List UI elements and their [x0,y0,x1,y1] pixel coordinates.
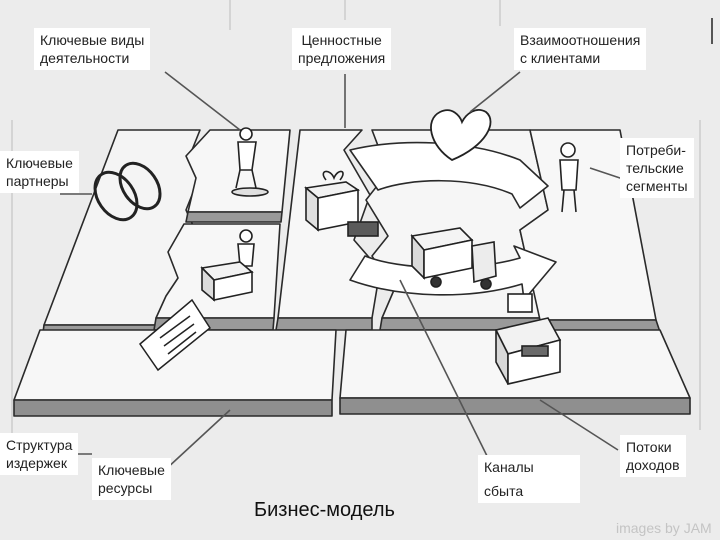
worker-figure-icon [231,127,269,197]
channels-arrow-ring [349,141,549,209]
label-key-resources: Ключевые ресурсы [92,458,171,500]
label-line: Потоки [626,439,672,455]
label-line: партнеры [6,173,69,189]
label-customer-relationships: Взаимоотношения с клиентами [514,28,647,70]
customer-figure-icon [559,142,579,213]
label-value-propositions: Ценностные предложения [292,28,392,70]
label-line: сегменты [626,178,688,194]
gift-box-icon [304,170,379,237]
label-cost-structure: Структура издержек [0,433,79,475]
label-line: ресурсы [98,480,153,496]
page-title: Бизнес-модель [254,499,395,521]
cash-register-icon [494,293,562,386]
label-line: Каналы [484,459,534,475]
label-line: Структура [6,437,73,453]
label-key-partners: Ключевые партнеры [0,151,79,193]
person-figure-icon [200,229,255,302]
label-line: с клиентами [520,50,601,66]
label-customer-segments: Потреби- тельские сегменты [620,138,694,198]
label-line: Ключевые виды [40,32,145,48]
image-credit: images by JAM [616,520,712,536]
label-line: издержек [6,455,67,471]
canvas-board [13,129,691,417]
label-channels: Каналы сбыта [478,455,580,503]
label-line: Ключевые [6,155,73,171]
heart-icon [430,109,492,162]
edge-mark [711,18,720,44]
label-line: Ценностные [301,32,382,48]
label-key-activities: Ключевые виды деятельности [34,28,151,70]
label-revenue-streams: Потоки доходов [620,435,686,477]
label-line: предложения [298,50,386,66]
label-line: деятельности [40,50,130,66]
label-line: сбыта [484,483,524,499]
document-icon [138,298,211,372]
label-line: доходов [626,457,680,473]
truck-icon [410,227,497,290]
rings-icon [93,161,162,222]
label-line: Потреби- [626,142,686,158]
label-line: тельские [626,160,684,176]
label-line: Взаимоотношения [520,32,641,48]
label-line: Ключевые [98,462,165,478]
